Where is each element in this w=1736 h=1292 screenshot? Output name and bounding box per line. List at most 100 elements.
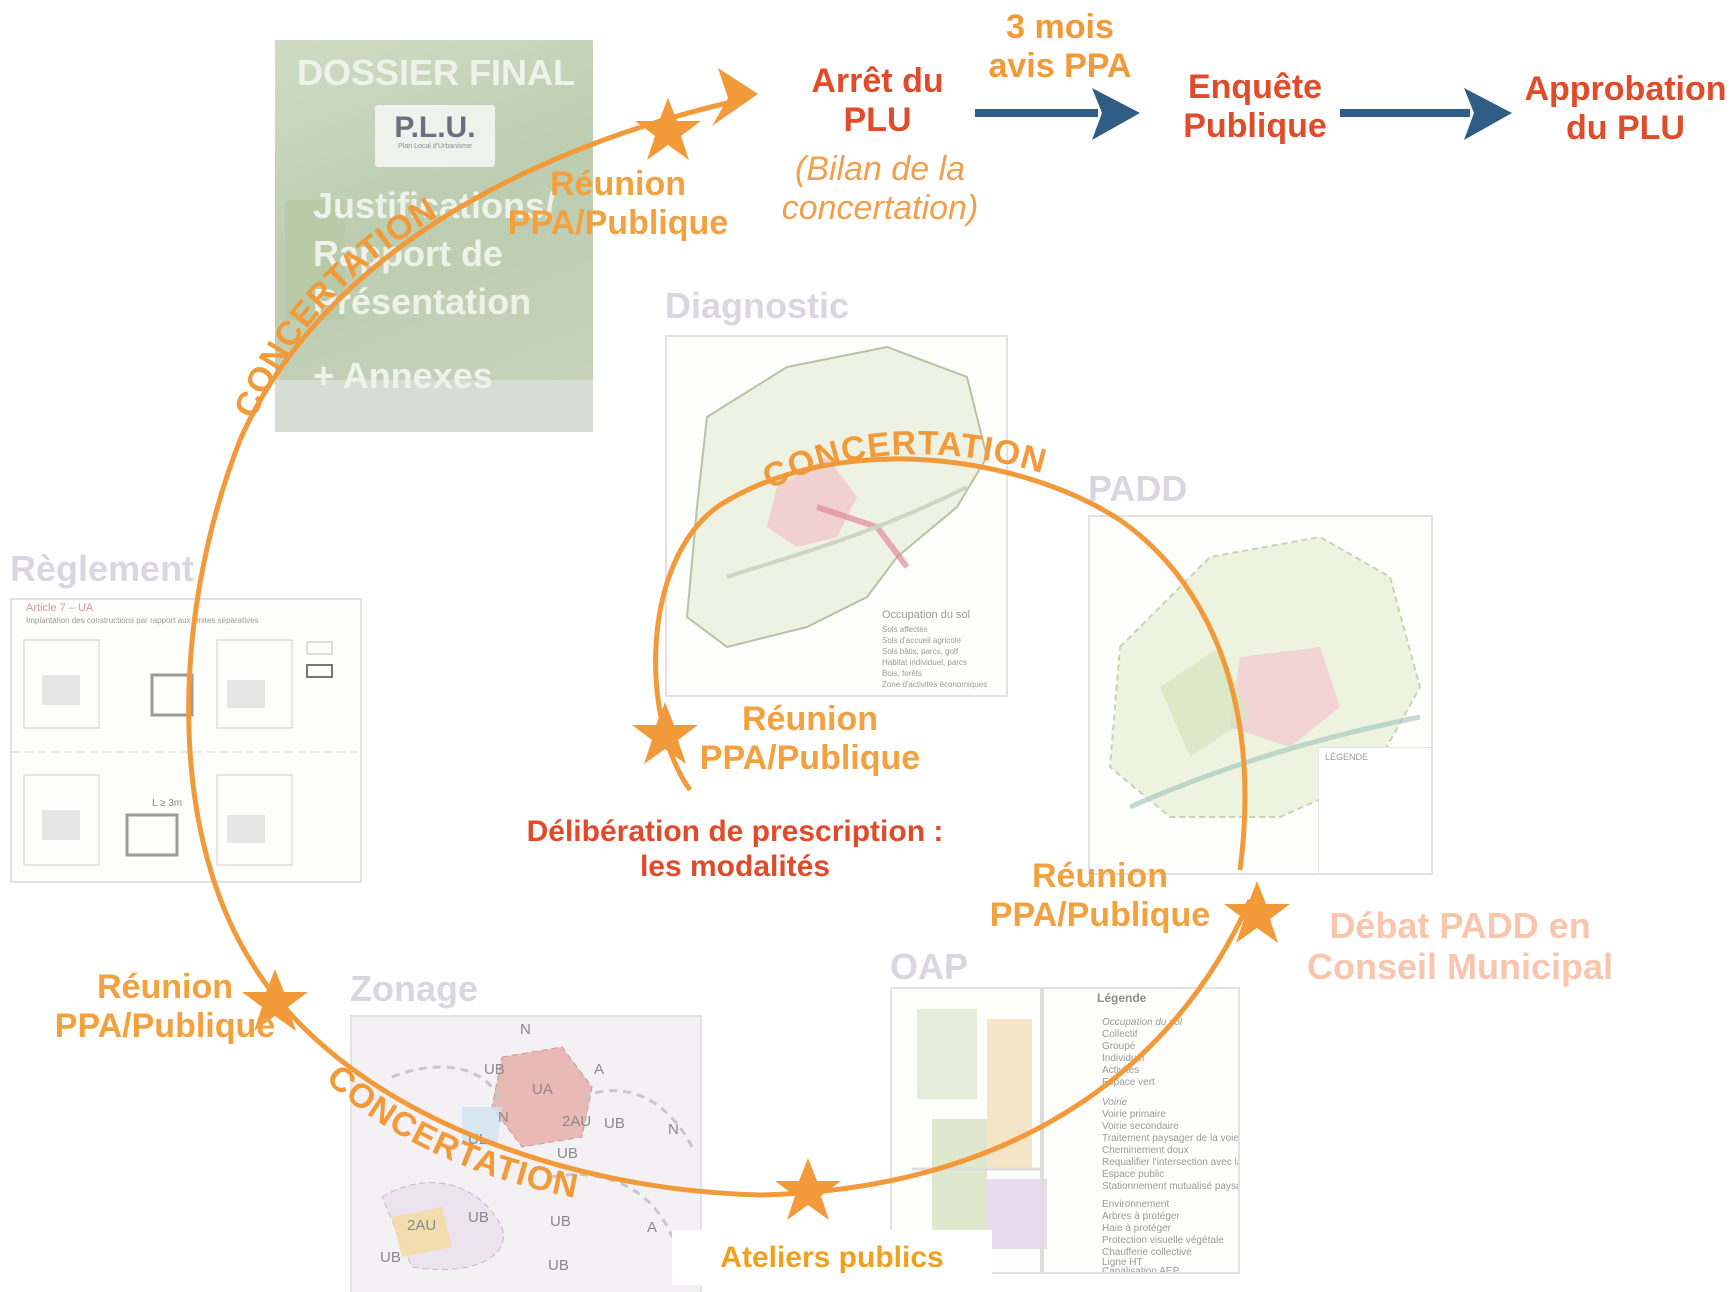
arrow-head-arret [712,68,758,126]
star-icon [1224,881,1290,943]
diagnostic-title: Diagnostic [665,285,850,326]
zone-label: UB [604,1115,625,1132]
padd-legend-box: LÉGENDE [1318,747,1431,873]
oap-legend-item: Espace public [1102,1169,1165,1180]
reunion-line-1: Réunion [550,165,686,203]
zone-label: N [520,1021,531,1038]
diagnostic-legend-title: Occupation du sol [882,609,971,621]
reglement-schema [12,639,360,866]
arret-plu-line-2: PLU [843,101,912,140]
deliberation-line-2: les modalités [639,849,831,883]
ateliers-publics-label: Ateliers publics [672,1230,992,1285]
oap-map [912,989,1047,1272]
zonage-map-card: N A UB UA N 2AU UB N UB UL 2AU UB UB A U… [350,1015,702,1292]
zone-label: A [594,1061,605,1078]
diagnostic-map [685,345,989,649]
oap-legend-title: Légende [1097,991,1147,1005]
diagnostic-map-card: Occupation du sol Sols affectés Sols d'a… [665,335,1008,697]
oap-legend-section: Occupation du sol [1102,1017,1183,1028]
concertation-label-top: CONCERTATION [227,190,444,423]
debat-line-2: Conseil Municipal [1306,946,1614,988]
oap-legend-section: Environnement [1102,1199,1170,1210]
oap-legend-section: Voirie [1102,1097,1128,1108]
zone-label: UB [548,1257,569,1274]
oap-legend-item: Haie à protéger [1102,1223,1171,1234]
dossier-folder-bottom [275,380,593,432]
padd-legend-title: LÉGENDE [1325,752,1369,762]
oap-legend-item: Arbres à protéger [1102,1211,1180,1222]
outer-cycle-path [186,97,1253,1198]
oap-legend-item: Protection visuelle végétale [1102,1235,1224,1246]
dossier-justifications: Justifications/ [313,185,556,226]
inner-cycle-path [653,456,1248,871]
zone-label: UB [468,1209,489,1226]
delay-avis-ppa-label: 3 mois avis PPA [975,8,1145,86]
approbation-plu-label: Approbation du PLU [1515,70,1736,148]
reunion-line-2: PPA/Publique [699,739,921,778]
arret-plu-label: Arrêt du PLU [795,62,960,140]
oap-legend-item: Canalisation AEP [1102,1266,1180,1274]
zone-label: UB [557,1145,578,1162]
reunion-label-right: Réunion PPA/Publique [970,857,1230,935]
zone-label: A [647,1219,658,1236]
oap-legend-item: Chaufferie collective [1102,1247,1192,1258]
oap-legend-item: Voirie secondaire [1102,1121,1179,1132]
oap-legend-item: Individuel [1102,1053,1145,1064]
approbation-line-2: du PLU [1566,109,1685,148]
enquete-line-2: Publique [1183,107,1327,146]
dossier-annexes: + Annexes [313,355,493,396]
reglement-heading: Article 7 – UA [26,602,94,614]
deliberation-line-1: Délibération de prescription : [526,815,944,848]
reunion-label-inner: Réunion PPA/Publique [680,700,940,778]
diagnostic-legend-item: Bois, forêts [882,669,923,678]
reglement-dimension: L ≥ 3m [152,798,183,809]
oap-legend-item: Collectif [1102,1029,1138,1040]
oap-legend-item: Traitement paysager de la voie [1102,1133,1239,1144]
zone-label: N [498,1109,509,1126]
oap-legend-item: Stationnement mutualisé paysager [1102,1181,1238,1192]
reunion-label-left: Réunion PPA/Publique [35,968,295,1046]
concertation-label-inner: CONCERTATION [757,424,1051,497]
padd-map-card: LÉGENDE [1088,515,1433,875]
reunion-line-1: Réunion [97,968,233,1006]
zonage-title: Zonage [350,968,479,1009]
delay-line-1: 3 mois [1006,8,1114,46]
reglement-subheading: Implantation des constructions par rappo… [26,616,259,625]
star-icon [632,702,698,764]
delay-line-2: avis PPA [988,47,1132,86]
arrow-arret-to-enquete-head [1092,88,1140,140]
zone-label: N [668,1121,679,1138]
star-icon [775,1158,841,1220]
oap-legend-item: Cheminement doux [1102,1145,1189,1156]
zone-label: UB [550,1213,571,1230]
enquete-publique-label: Enquête Publique [1170,68,1340,146]
oap-legend-item: Groupé [1102,1041,1136,1052]
bilan-line-2: concertation) [781,189,979,228]
zone-label: UB [484,1061,505,1078]
debat-line-1: Débat PADD en [1329,905,1591,946]
oap-legend-item: Voirie primaire [1102,1109,1166,1120]
plu-badge-subtitle: Plan Local d'Urbanisme [398,143,472,150]
dossier-final-title: DOSSIER FINAL [297,52,576,93]
reunion-line-1: Réunion [742,700,878,738]
arret-plu-line-1: Arrêt du [811,62,944,100]
oap-map-card: Légende Occupation du sol Collectif Grou… [890,987,1240,1274]
diagnostic-legend-item: Zone d'activités économiques [882,680,988,689]
star-icon [242,969,308,1031]
zone-label: 2AU [562,1113,592,1130]
bilan-line-1: (Bilan de la [794,150,966,188]
diagnostic-legend-item: Sols d'accueil agricole [882,636,961,645]
diagnostic-legend-item: Sols affectés [882,625,928,634]
concertation-label-bottom: CONCERTATION [320,1058,582,1206]
plu-badge-text: P.L.U. [394,111,476,144]
reunion-line-1: Réunion [1032,857,1168,895]
padd-title: PADD [1088,468,1188,509]
reglement-title: Règlement [10,548,195,589]
star-icon [635,98,701,160]
oap-legend-item: Requalifier l'intersection avec la RD [1102,1157,1238,1168]
reunion-label-top: Réunion PPA/Publique [488,165,748,243]
diagnostic-legend-item: Habitat individuel, parcs [882,658,967,667]
zone-label: UA [532,1081,553,1098]
